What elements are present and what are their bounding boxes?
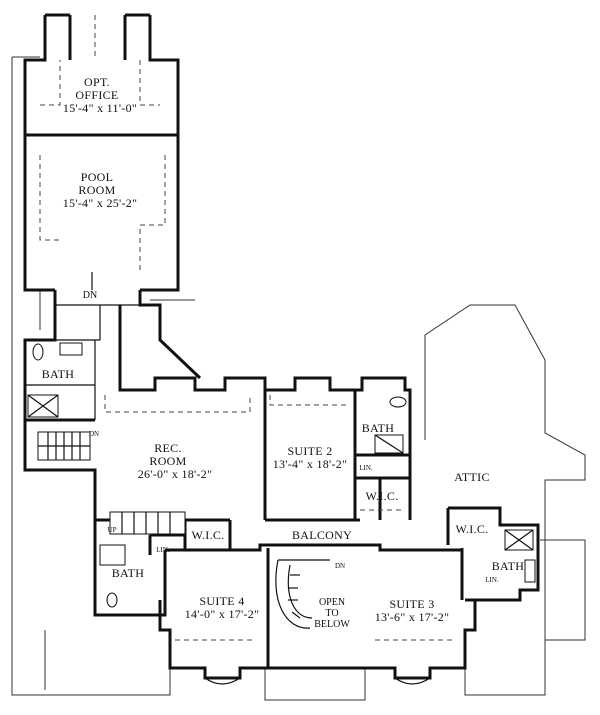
main-stair-dn: DN <box>335 562 345 570</box>
lin-suite4: LIN. <box>156 546 170 554</box>
dashed-lines <box>39 15 455 641</box>
fixtures <box>27 342 536 685</box>
lin-suite3: LIN. <box>485 576 499 584</box>
exterior-walls <box>23 13 540 680</box>
rec-room-dims: 26'-0" x 18'-2" <box>138 467 213 481</box>
suite2-dims: 13'-4" x 18'-2" <box>273 457 348 471</box>
bath-west-name: BATH <box>42 367 75 381</box>
wic-suite4: W.I.C. <box>191 528 224 542</box>
labels: OPT. OFFICE 15'-4" x 11'-0" POOL ROOM 15… <box>42 75 525 630</box>
bay-window-s4 <box>204 677 241 685</box>
pool-stair-dn: DN <box>83 290 97 301</box>
west-stair <box>37 431 91 461</box>
open-to-below-1: OPEN <box>319 597 345 608</box>
pool-room-dims: 15'-4" x 25'-2" <box>63 196 138 210</box>
suite2-toilet <box>389 396 407 408</box>
suite3-dims: 13'-6" x 17'-2" <box>375 610 450 624</box>
roof-outline <box>11 56 586 701</box>
west-stair-dn: DN <box>89 430 99 438</box>
suite3-name: SUITE 3 <box>389 597 434 611</box>
rec-up-stair <box>109 511 186 535</box>
suite2-name: SUITE 2 <box>287 444 332 458</box>
bath-suite3-name: BATH <box>492 559 525 573</box>
rec-stair-up: UP <box>108 526 117 534</box>
bath-suite4-name: BATH <box>112 566 145 580</box>
opt-office-name-1: OPT. <box>84 75 110 89</box>
open-to-below-3: BELOW <box>314 619 350 630</box>
stairs <box>37 272 330 629</box>
balcony-name: BALCONY <box>292 528 352 542</box>
bath-suite2-name: BATH <box>362 421 395 435</box>
wic-suite2: W.I.C. <box>365 489 398 503</box>
suite4-name: SUITE 4 <box>199 594 244 608</box>
open-to-below-2: TO <box>325 608 338 619</box>
suite4-tub <box>99 544 126 566</box>
pool-room-name-2: ROOM <box>78 183 115 197</box>
rec-room-name-2: ROOM <box>149 454 186 468</box>
main-curved-stair <box>275 559 330 629</box>
opt-office-dims: 15'-4" x 11'-0" <box>63 101 137 115</box>
opt-office-name-2: OFFICE <box>75 88 118 102</box>
wic-suite3: W.I.C. <box>455 522 488 536</box>
lin-suite2: LIN. <box>359 464 373 472</box>
rec-room-name-1: REC. <box>154 441 182 455</box>
bay-window-s3 <box>394 677 431 685</box>
suite4-dims: 14'-0" x 17'-2" <box>185 607 260 621</box>
west-toilet <box>32 343 44 361</box>
pool-room-name-1: POOL <box>81 170 114 184</box>
attic-name: ATTIC <box>454 470 490 484</box>
